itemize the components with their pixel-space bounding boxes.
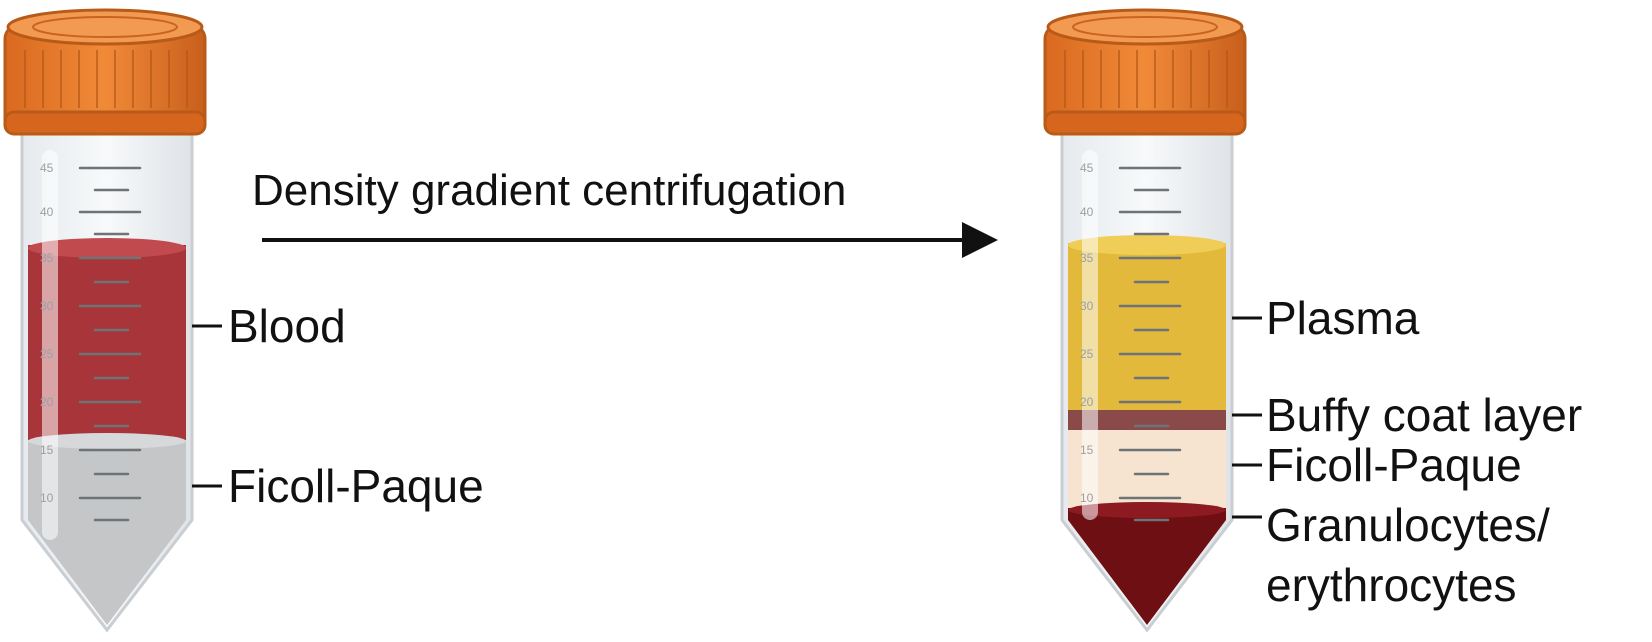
label-blood: Blood bbox=[228, 300, 346, 352]
scale-mark: 45 bbox=[1080, 161, 1094, 175]
scale-mark: 20 bbox=[1080, 395, 1094, 409]
tube-after: 45 40 35 30 25 20 15 10 bbox=[1043, 8, 1582, 633]
process-arrow: Density gradient centrifugation bbox=[252, 166, 998, 258]
scale-mark: 25 bbox=[1080, 347, 1094, 361]
tube-before-highlight bbox=[42, 150, 58, 540]
tube-before-cap bbox=[3, 8, 207, 136]
tube-after-highlight bbox=[1082, 150, 1098, 520]
scale-mark: 15 bbox=[1080, 443, 1094, 457]
layer-granulocytes-top bbox=[1068, 502, 1226, 518]
layer-plasma-top bbox=[1068, 235, 1226, 255]
label-ficoll-paque-before: Ficoll-Paque bbox=[228, 460, 484, 512]
tube-before: 45 40 35 30 25 20 15 10 Blood bbox=[3, 8, 484, 633]
scale-mark: 35 bbox=[40, 251, 54, 265]
layer-buffy-coat bbox=[1068, 410, 1226, 430]
scale-mark: 15 bbox=[40, 443, 54, 457]
scale-mark: 20 bbox=[40, 395, 54, 409]
layer-granulocytes bbox=[1068, 508, 1226, 625]
scale-mark: 40 bbox=[40, 205, 54, 219]
scale-mark: 25 bbox=[40, 347, 54, 361]
scale-mark: 10 bbox=[1080, 491, 1094, 505]
label-buffy-coat: Buffy coat layer bbox=[1266, 389, 1582, 441]
label-ficoll-paque-after: Ficoll-Paque bbox=[1266, 439, 1522, 491]
tube-after-scale bbox=[1118, 166, 1182, 522]
tube-after-cap bbox=[1043, 8, 1247, 136]
tube-before-scale-numbers: 45 40 35 30 25 20 15 10 bbox=[40, 161, 54, 505]
scale-mark: 30 bbox=[1080, 299, 1094, 313]
scale-mark: 40 bbox=[1080, 205, 1094, 219]
scale-mark: 10 bbox=[40, 491, 54, 505]
arrow-head-icon bbox=[962, 222, 998, 258]
scale-mark: 45 bbox=[40, 161, 54, 175]
tube-after-scale-numbers: 45 40 35 30 25 20 15 10 bbox=[1080, 161, 1094, 505]
process-label: Density gradient centrifugation bbox=[252, 166, 846, 215]
label-granulocytes: Granulocytes/ bbox=[1266, 499, 1550, 551]
scale-mark: 35 bbox=[1080, 251, 1094, 265]
layer-ficoll-before-top bbox=[28, 433, 186, 449]
tube-before-scale bbox=[78, 166, 142, 522]
label-plasma: Plasma bbox=[1266, 292, 1420, 344]
layer-blood-top bbox=[28, 238, 186, 258]
label-erythrocytes: erythrocytes bbox=[1266, 559, 1517, 611]
scale-mark: 30 bbox=[40, 299, 54, 313]
